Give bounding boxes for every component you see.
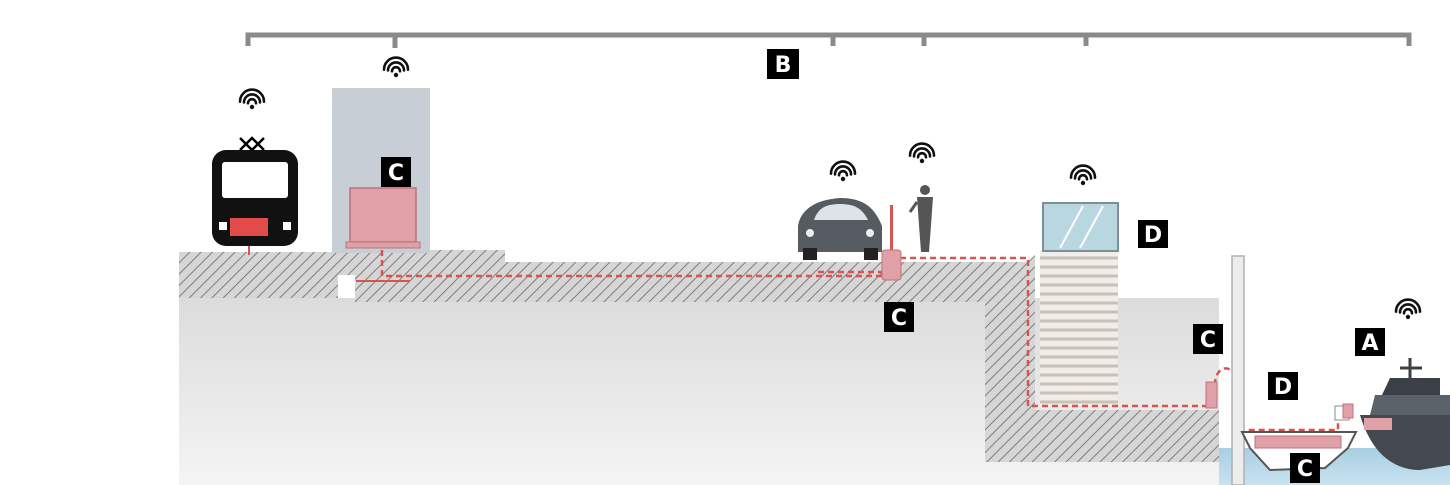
label-c-pier: C — [1193, 324, 1223, 354]
person-with-phone-icon — [908, 185, 933, 252]
car-icon — [798, 198, 882, 260]
label-c-building: C — [381, 157, 411, 187]
label-d-pontoon-text: D — [1274, 375, 1292, 400]
label-b: B — [767, 49, 799, 79]
wifi-icon — [1069, 164, 1097, 186]
label-c-pontoon: C — [1290, 453, 1320, 483]
charger-box — [881, 249, 902, 281]
label-a-text: A — [1361, 331, 1378, 356]
label-c-pontoon-text: C — [1297, 457, 1313, 482]
wifi-icon — [1394, 298, 1422, 320]
ship-icon — [1360, 358, 1450, 470]
label-a: A — [1355, 328, 1385, 356]
wifi-icon — [829, 160, 857, 182]
label-d-stairs: D — [1138, 220, 1168, 248]
label-d-pontoon: D — [1268, 372, 1298, 400]
label-c-building-text: C — [388, 161, 404, 186]
glass-canopy — [1042, 202, 1119, 252]
label-c-pier-text: C — [1200, 328, 1216, 353]
range-bracket-b — [245, 32, 1412, 48]
stairs — [1040, 250, 1118, 408]
wifi-icon — [382, 56, 410, 78]
wifi-icon — [238, 88, 266, 110]
label-d-stairs-text: D — [1144, 223, 1162, 248]
label-c-charger-text: C — [891, 306, 907, 331]
pontoon-battery — [1254, 435, 1342, 449]
charging-post — [890, 205, 893, 253]
label-c-charger: C — [884, 302, 914, 332]
tram-icon — [212, 136, 298, 246]
wifi-icon — [908, 142, 936, 164]
pier-pole — [1231, 255, 1245, 485]
label-b-text: B — [775, 53, 792, 78]
pier-charger — [1205, 381, 1218, 409]
battery-unit — [349, 187, 417, 243]
